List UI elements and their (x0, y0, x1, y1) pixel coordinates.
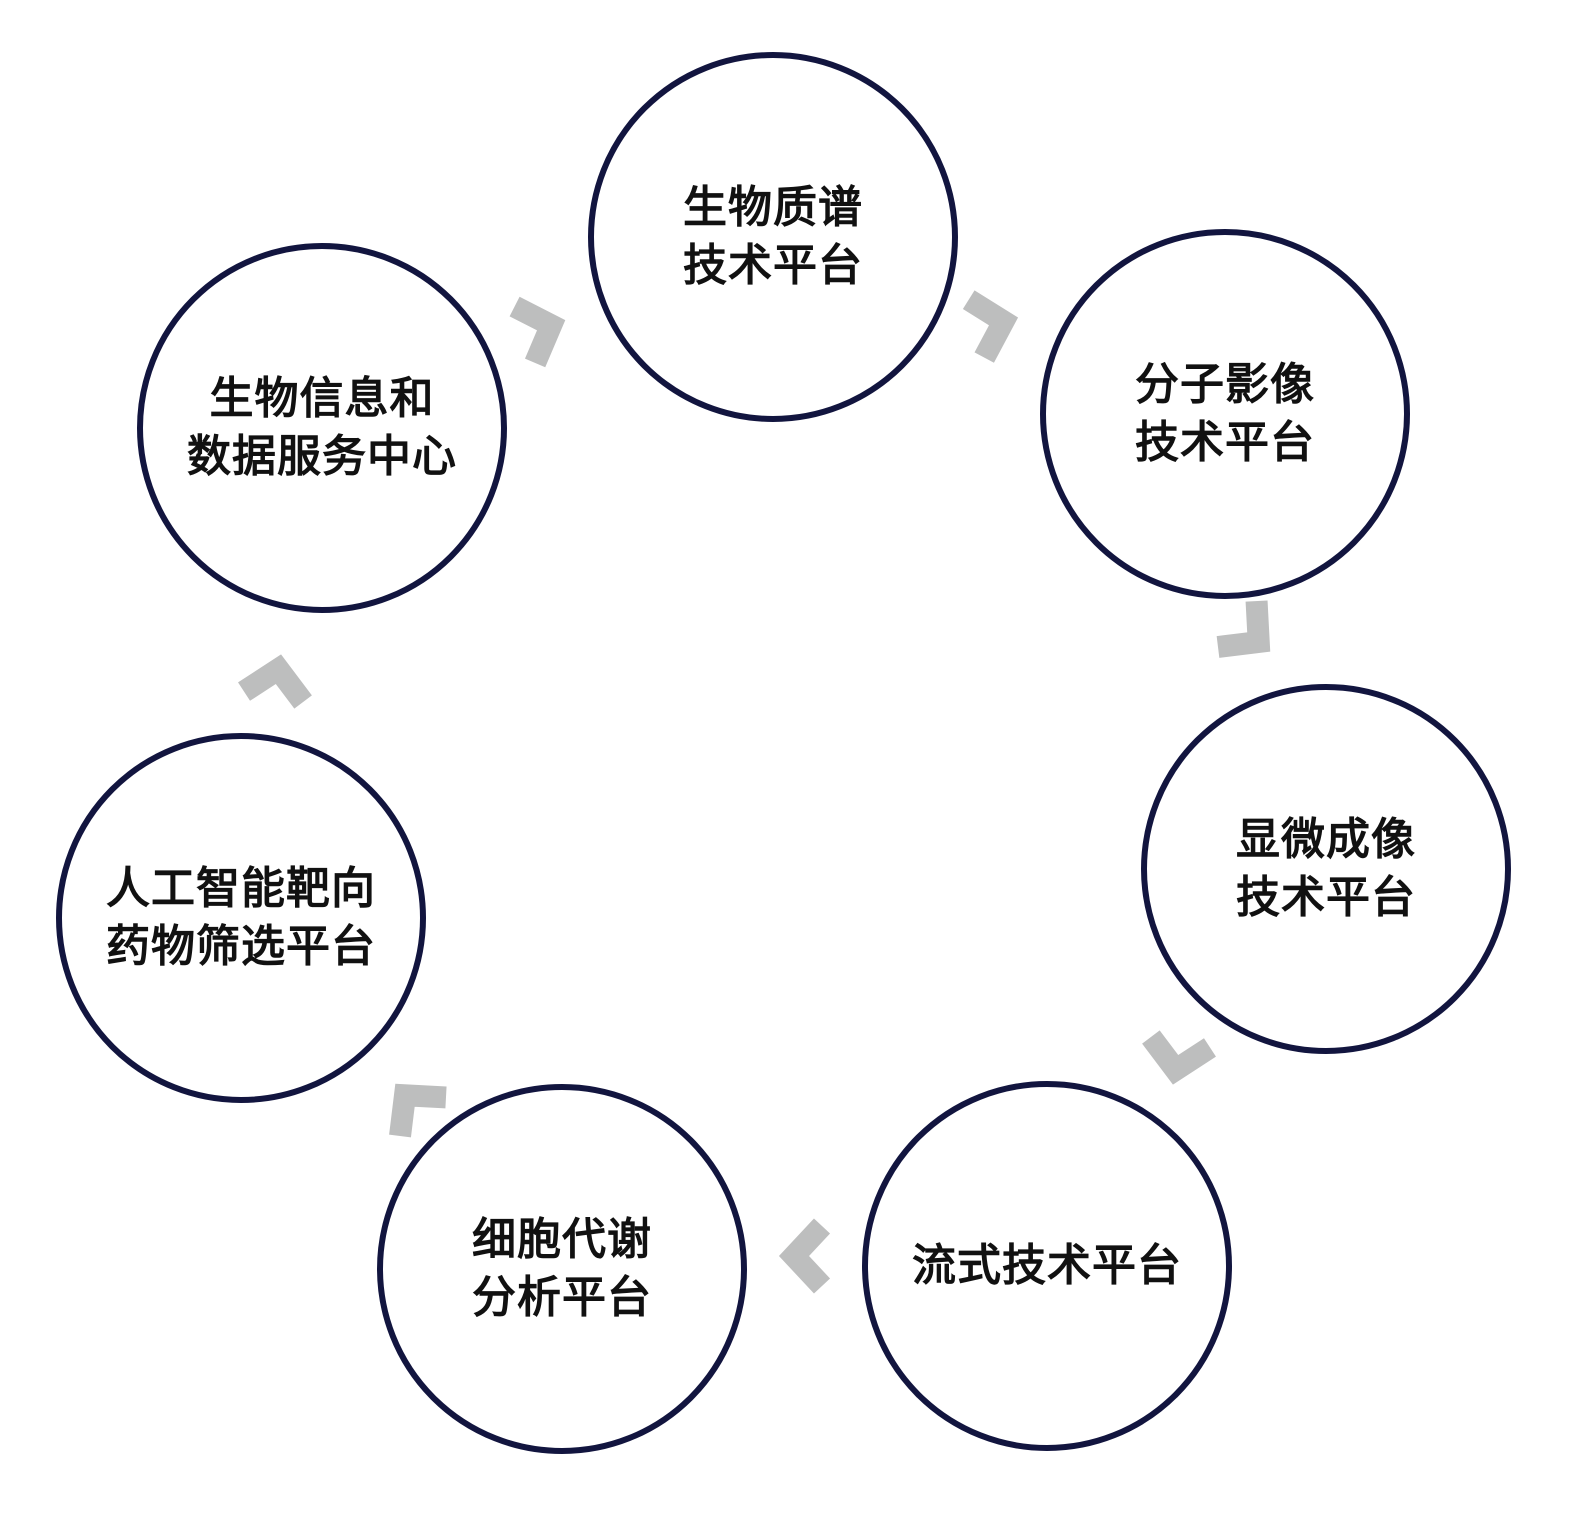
node-flow-cytometry-platform: 流式技术平台 (862, 1081, 1232, 1451)
node-ai-drug-screening-platform: 人工智能靶向 药物筛选平台 (56, 733, 426, 1103)
node-label-line: 分析平台 (472, 1272, 652, 1323)
node-label-line: 分子影像 (1135, 359, 1315, 410)
node-microscopy-imaging-platform: 显微成像 技术平台 (1141, 684, 1511, 1054)
node-label-line: 数据服务中心 (187, 431, 457, 482)
node-mass-spectrometry-platform: 生物质谱 技术平台 (588, 52, 958, 422)
node-label-line: 技术平台 (683, 240, 863, 291)
chevron-arrow-icon (389, 1083, 447, 1138)
node-label-line: 流式技术平台 (912, 1240, 1182, 1291)
chevron-arrow-icon (778, 1218, 831, 1294)
node-label-line: 技术平台 (1135, 417, 1315, 468)
chevron-arrow-icon (1216, 600, 1271, 658)
node-bioinformatics-data-center: 生物信息和 数据服务中心 (137, 243, 507, 613)
chevron-arrow-icon (238, 654, 312, 709)
node-label-line: 生物质谱 (683, 182, 863, 233)
chevron-arrow-icon (1142, 1030, 1216, 1085)
node-label-line: 生物信息和 (209, 373, 435, 424)
node-label-line: 药物筛选平台 (106, 921, 376, 972)
node-label-line: 技术平台 (1236, 872, 1416, 923)
node-label-line: 人工智能靶向 (106, 863, 376, 914)
chevron-arrow-icon (962, 290, 1019, 363)
chevron-arrow-icon (509, 296, 566, 368)
node-label-line: 显微成像 (1236, 814, 1416, 865)
node-molecular-imaging-platform: 分子影像 技术平台 (1040, 229, 1410, 599)
node-label-line: 细胞代谢 (472, 1214, 652, 1265)
node-cell-metabolism-platform: 细胞代谢 分析平台 (377, 1084, 747, 1454)
